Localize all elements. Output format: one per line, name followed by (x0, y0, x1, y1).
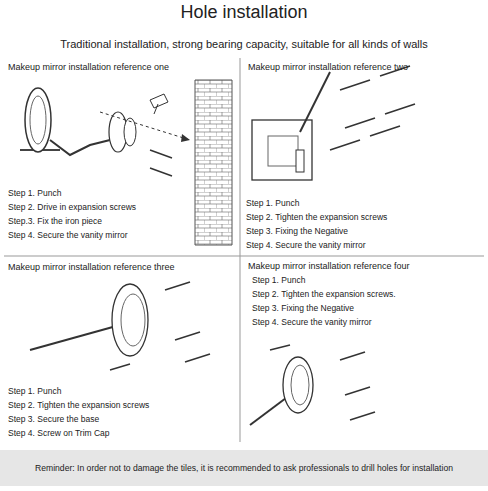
installation-panel: Makeup mirror installation reference two… (240, 58, 484, 256)
step-text: Step 4. Secure the vanity mirror (246, 240, 366, 250)
step-text: Step 2. Tighten the expansion screws (8, 400, 149, 410)
step-text: Step 3. Secure the base (8, 414, 99, 424)
step-text: Step 1. Punch (8, 188, 61, 198)
reminder-band: Reminder: In order not to damage the til… (0, 450, 488, 486)
step-text: Step 2. Tighten the expansion screws (246, 212, 387, 222)
step-text: Step 4. Secure the vanity mirror (252, 317, 372, 327)
installation-panel: Makeup mirror installation reference fou… (240, 256, 484, 442)
step-text: Step 3. Fixing the Negative (246, 226, 348, 236)
step-text: Step 4. Secure the vanity mirror (8, 230, 128, 240)
step-text: Step 1. Punch (252, 275, 305, 285)
step-text: Step.3. Fix the iron piece (8, 216, 102, 226)
installation-panel: Makeup mirror installation reference thr… (4, 256, 240, 442)
step-text: Step 3. Fixing the Negative (252, 303, 354, 313)
panel-heading: Makeup mirror installation reference one (8, 62, 169, 72)
reminder-text: Reminder: In order not to damage the til… (35, 463, 453, 474)
step-text: Step 1. Punch (8, 386, 61, 396)
step-text: Step 1. Punch (246, 198, 299, 208)
step-text: Step 2. Drive in expansion screws (8, 202, 136, 212)
panel-heading: Makeup mirror installation reference thr… (8, 262, 175, 272)
page-title: Hole installation (0, 2, 488, 23)
panel-heading: Makeup mirror installation reference two (248, 62, 408, 72)
step-text: Step 4. Screw on Trim Cap (8, 428, 110, 438)
subtitle: Traditional installation, strong bearing… (0, 38, 488, 50)
installation-panel: Makeup mirror installation reference one… (4, 58, 240, 256)
panel-heading: Makeup mirror installation reference fou… (248, 261, 410, 271)
step-text: Step 2. Tighten the expansion screws. (252, 289, 396, 299)
